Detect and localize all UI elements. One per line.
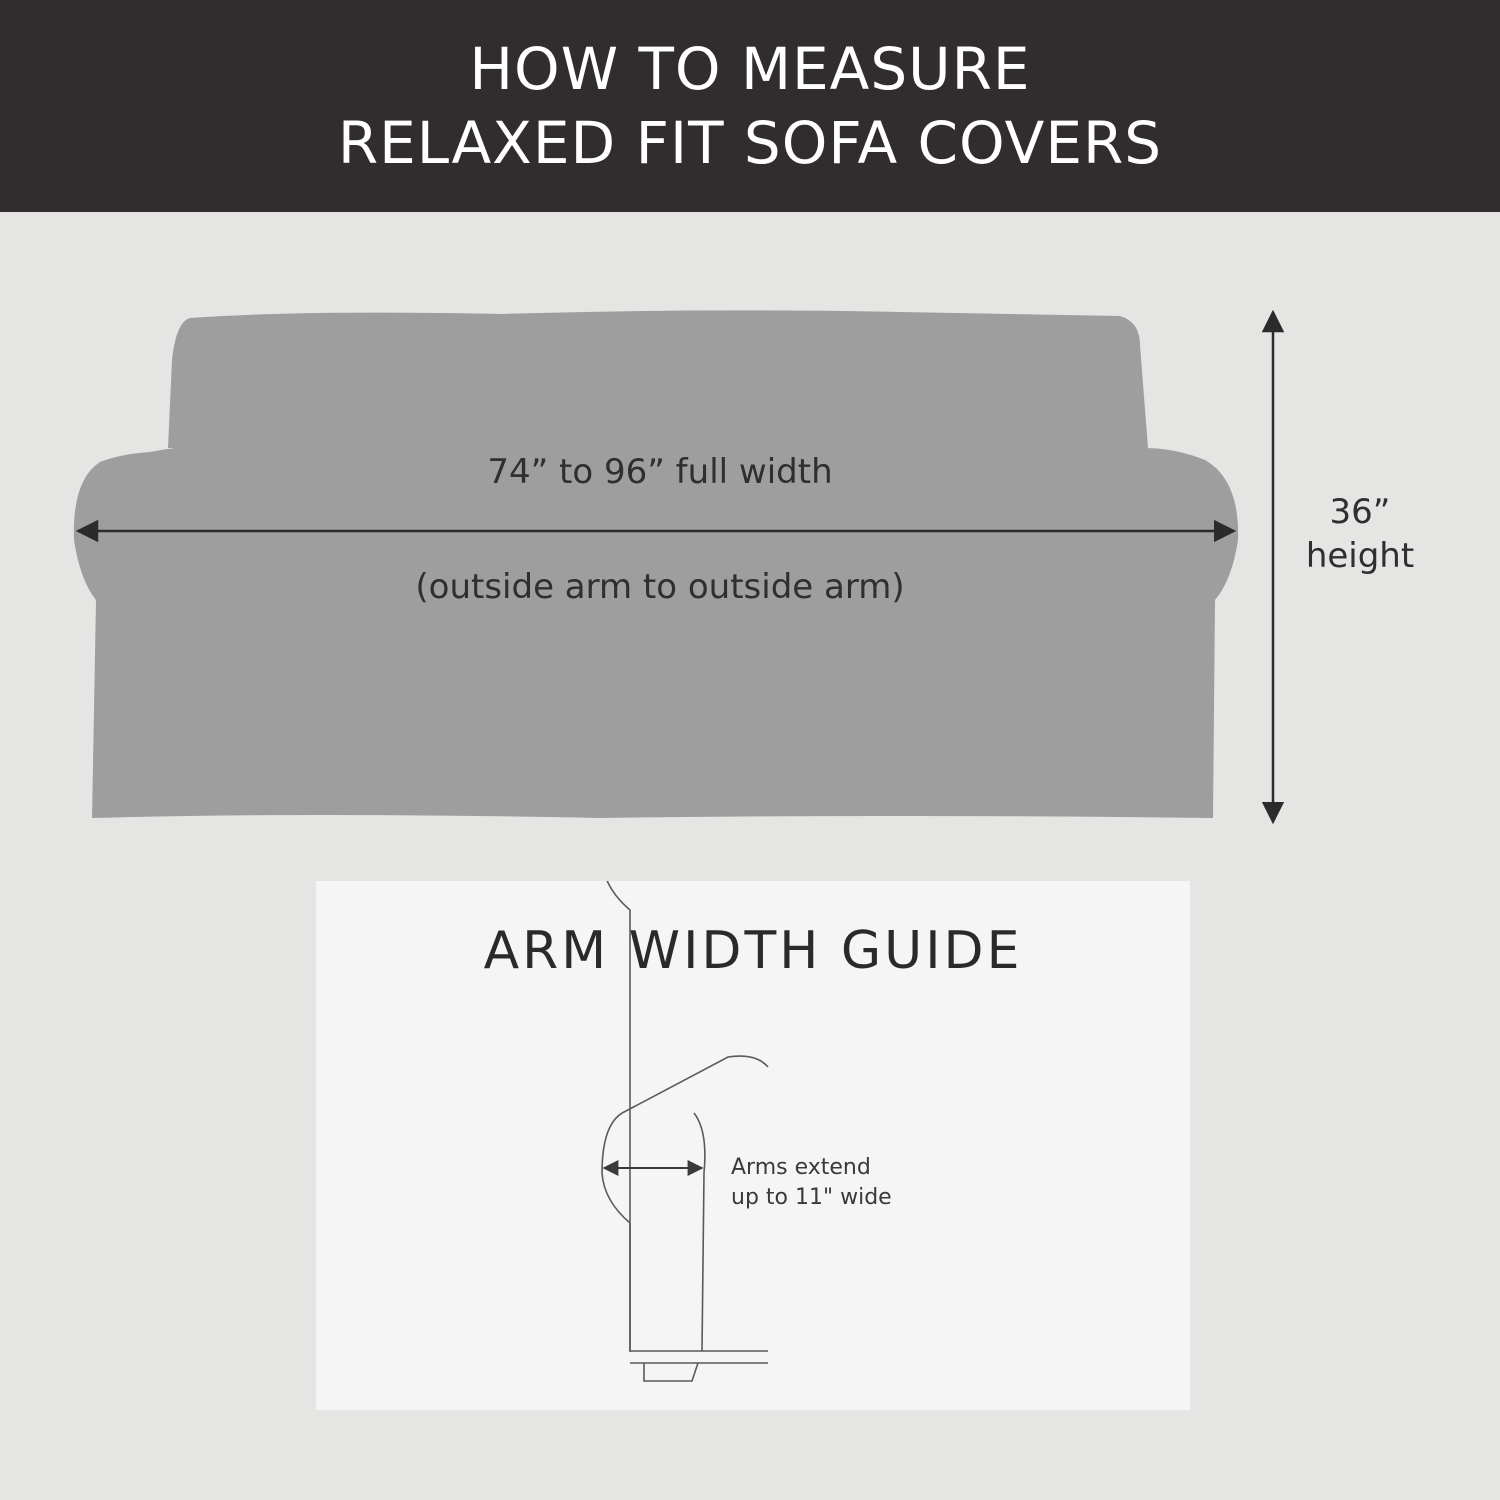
sofa-body-shape [73,448,1239,818]
page-title-line-1: HOW TO MEASURE [469,35,1031,103]
arm-width-guide-panel: ARM WIDTH GUIDE Arms extend up to 11" wi… [316,881,1190,1410]
width-label: 74” to 96” full width [487,452,833,492]
height-label: height [1305,536,1415,576]
arm-note: Arms extend up to 11" wide [731,1153,892,1213]
arm-guide-title: ARM WIDTH GUIDE [483,921,1023,981]
page-title-line-2: RELAXED FIT SOFA COVERS [337,109,1163,177]
height-value: 36” [1329,492,1391,532]
width-sublabel: (outside arm to outside arm) [415,567,905,607]
header-banner: HOW TO MEASURE RELAXED FIT SOFA COVERS [0,0,1500,212]
arm-note-line-2: up to 11" wide [731,1185,892,1210]
arm-profile-drawing [601,881,769,1382]
sofa-back-shape [168,310,1148,448]
arm-note-line-1: Arms extend [731,1155,871,1180]
